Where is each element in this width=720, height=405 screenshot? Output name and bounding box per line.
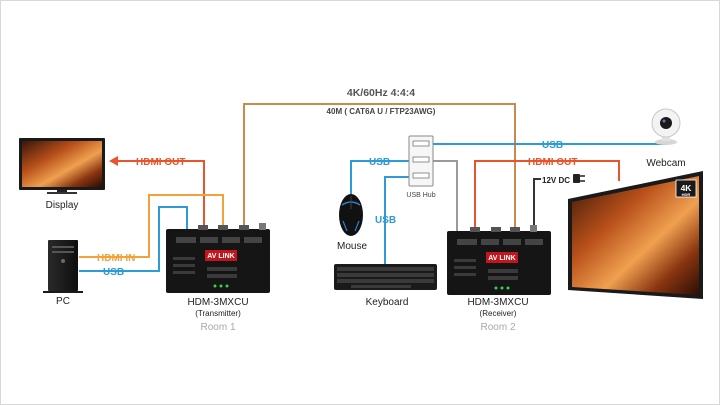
usb-cable-mouse <box>350 160 409 194</box>
receiver-role: (Receiver) <box>480 309 517 318</box>
hub-link-cable <box>433 160 458 231</box>
receiver-model: HDM-3MXCU <box>467 297 528 308</box>
tv-badge-hdr: HDR <box>682 192 691 197</box>
hdmi-out-label-tx: HDMI OUT <box>136 157 185 168</box>
usb-hub-icon <box>408 135 434 187</box>
webcam-icon <box>651 108 681 145</box>
transmitter-brand: AV LINK <box>207 253 234 260</box>
cat6-cable <box>243 103 516 231</box>
hdmi-out-cable-tx <box>113 160 205 229</box>
usb-cable-keyboard <box>384 176 409 264</box>
mouse-icon <box>339 194 363 236</box>
hdmi-out-arrow-tx <box>109 156 118 166</box>
display-monitor-icon <box>19 138 105 194</box>
receiver-room: Room 2 <box>480 322 515 333</box>
hdmi-out-label-rx: HDMI OUT <box>528 157 577 168</box>
keyboard-label: Keyboard <box>366 297 409 308</box>
tv-badge-4k: 4K <box>681 183 693 193</box>
power-label: 12V DC <box>542 176 570 185</box>
link-spec-cable: 40M ( CAT6A U / FTP23AWG) <box>327 107 436 116</box>
transmitter-device: AV LINK <box>166 223 270 293</box>
pc-tower-icon <box>43 240 83 293</box>
usb-hub-label: USB Hub <box>406 192 435 199</box>
hdmi-in-cable <box>79 194 224 258</box>
tv-screen-icon <box>568 171 703 299</box>
hdmi-in-label: HDMI IN <box>97 253 135 264</box>
display-label: Display <box>46 200 79 211</box>
mouse-label: Mouse <box>337 241 367 252</box>
usb-label-webcam: USB <box>542 140 563 151</box>
tv-4k-hdr-badge: 4K HDR <box>675 179 697 198</box>
usb-label-tx: USB <box>103 267 124 278</box>
usb-label-keyboard: USB <box>375 215 396 226</box>
hdmi-out-cable-rx <box>474 160 620 231</box>
pc-label: PC <box>56 296 70 307</box>
transmitter-role: (Transmitter) <box>195 309 241 318</box>
power-cable <box>533 178 541 231</box>
webcam-label: Webcam <box>646 158 685 169</box>
power-plug-icon <box>573 174 585 183</box>
receiver-device: AV LINK <box>447 225 551 295</box>
link-spec-title: 4K/60Hz 4:4:4 <box>347 87 415 99</box>
usb-cable-tx <box>79 206 188 272</box>
keyboard-icon <box>334 264 437 290</box>
transmitter-model: HDM-3MXCU <box>187 297 248 308</box>
transmitter-room: Room 1 <box>200 322 235 333</box>
usb-label-mouse: USB <box>369 157 390 168</box>
receiver-brand: AV LINK <box>488 255 515 262</box>
